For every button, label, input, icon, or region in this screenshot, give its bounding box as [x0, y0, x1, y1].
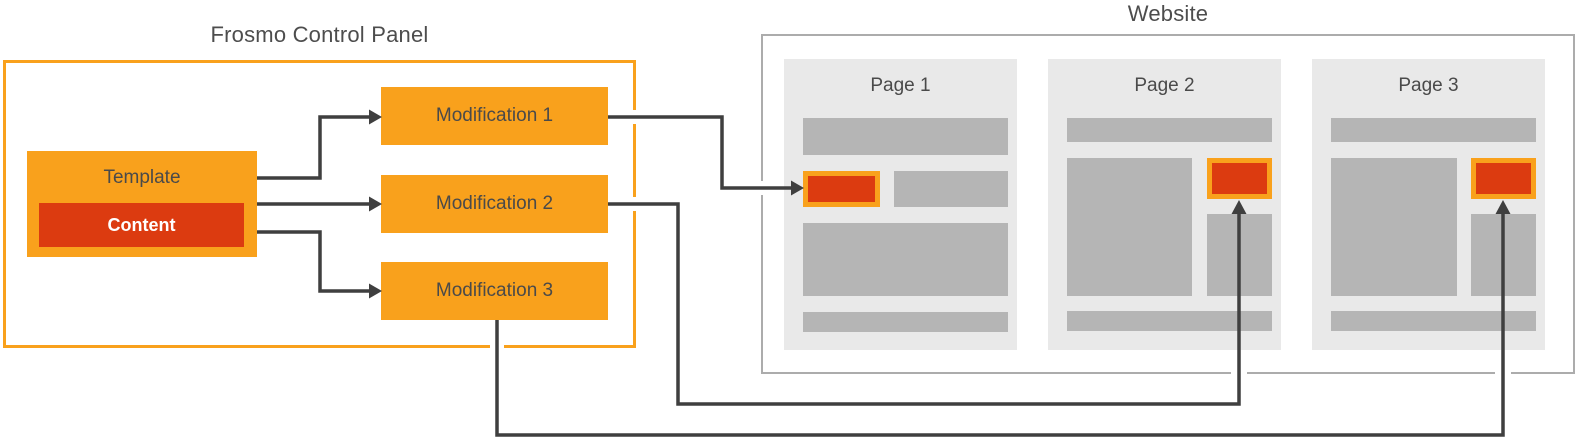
- modification-1-label: Modification 1: [435, 105, 554, 126]
- modification-3-label: Modification 3: [435, 280, 554, 301]
- page-2-modification-placement: [1207, 158, 1272, 199]
- page-3-placement-content: [1476, 163, 1531, 194]
- page-2-side-block: [1207, 214, 1272, 296]
- page-3-side-block: [1471, 214, 1536, 296]
- template-label: Template: [103, 167, 181, 188]
- page-1-side-block: [894, 171, 1008, 207]
- page-2-header-block: [1067, 118, 1272, 142]
- content-label: Content: [107, 214, 176, 235]
- page-2-label: Page 2: [1134, 75, 1195, 96]
- control-panel-title: Frosmo Control Panel: [210, 22, 429, 47]
- modification-2-label: Modification 2: [435, 193, 554, 214]
- page-1-modification-placement: [803, 171, 880, 207]
- page-2-placement-content: [1212, 163, 1267, 194]
- page-1-header-block: [803, 118, 1008, 155]
- content-box: Content: [39, 203, 244, 247]
- page-3-footer-block: [1331, 311, 1536, 331]
- page-1-footer-block: [803, 312, 1008, 332]
- page-3-main-block: [1331, 158, 1457, 296]
- page-2-main-block: [1067, 158, 1192, 296]
- page-1-label: Page 1: [870, 75, 931, 96]
- modification-1-box: Modification 1: [381, 87, 608, 145]
- page-1-placement-content: [808, 176, 875, 202]
- page-2-footer-block: [1067, 311, 1272, 331]
- website-title: Website: [1127, 1, 1209, 26]
- modification-2-box: Modification 2: [381, 175, 608, 233]
- modification-3-box: Modification 3: [381, 262, 608, 320]
- page-1-main-block: [803, 223, 1008, 296]
- page-3-modification-placement: [1471, 158, 1536, 199]
- page-3-header-block: [1331, 118, 1536, 142]
- page-3-label: Page 3: [1398, 75, 1459, 96]
